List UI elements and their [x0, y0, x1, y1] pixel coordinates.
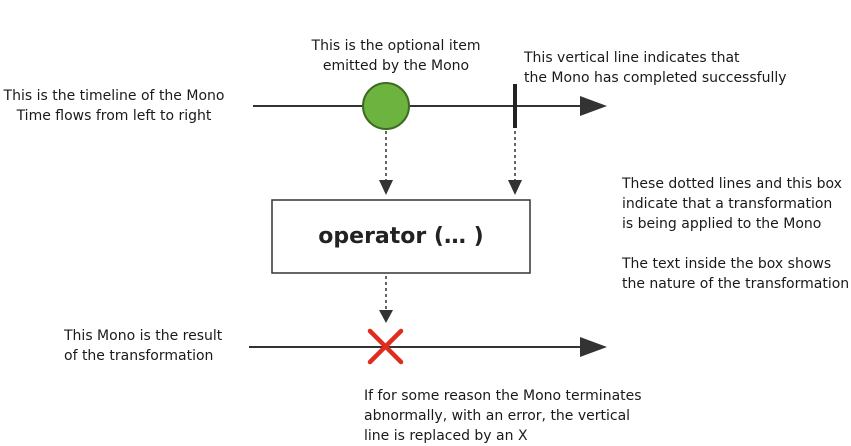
- item-note: This is the optional item emitted by the…: [311, 38, 481, 74]
- box-text-note: The text inside the box shows the nature…: [622, 256, 850, 292]
- error-x-icon: [367, 328, 404, 365]
- timeline-note: This is the timeline of the Mono Time fl…: [3, 88, 225, 124]
- result-connector-arrowhead: [379, 310, 393, 323]
- error-note: If for some reason the Mono terminates a…: [364, 388, 642, 444]
- transformation-note: These dotted lines and this box indicate…: [622, 176, 842, 232]
- operator-label: operator (… ): [318, 224, 484, 249]
- item-connector-arrowhead: [379, 180, 393, 195]
- result-timeline-arrowhead: [580, 337, 607, 357]
- emitted-item-marble: [362, 82, 410, 130]
- operator-box: [271, 199, 531, 274]
- source-timeline-arrowhead: [580, 96, 607, 116]
- completion-note: This vertical line indicates that the Mo…: [524, 50, 787, 86]
- result-note: This Mono is the result of the transform…: [64, 328, 223, 364]
- completion-connector-arrowhead: [508, 180, 522, 195]
